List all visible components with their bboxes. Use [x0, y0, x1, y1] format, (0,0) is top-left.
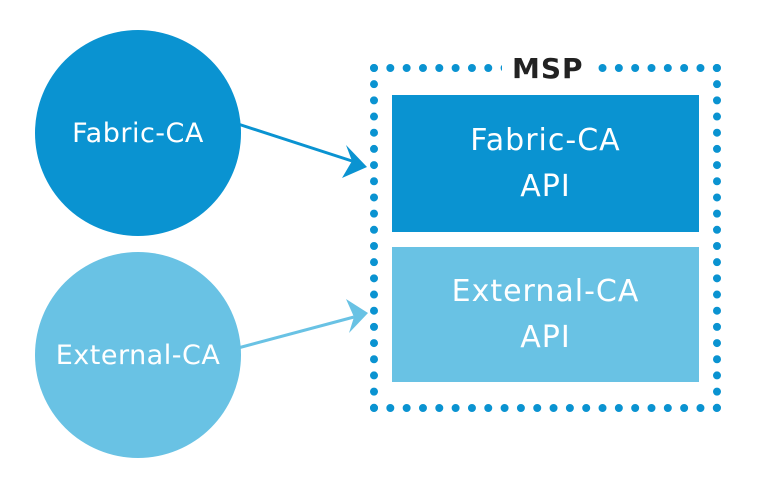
external-ca-api-line2: API [520, 319, 571, 355]
external-ca-arrow-line [237, 315, 355, 350]
fabric-ca-node: Fabric-CA [35, 30, 241, 236]
fabric-ca-arrow-line [237, 122, 353, 163]
external-ca-node-label: External-CA [55, 339, 221, 371]
fabric-ca-node-label: Fabric-CA [72, 117, 204, 149]
fabric-ca-api-line2: API [520, 168, 571, 204]
msp-label: MSP [512, 51, 584, 85]
msp-label-wrap: MSP [502, 51, 594, 85]
external-ca-arrow [237, 299, 368, 350]
fabric-ca-api-box: Fabric-CA API [392, 95, 699, 232]
external-ca-node: External-CA [35, 252, 241, 458]
fabric-ca-api-line1: Fabric-CA [470, 122, 621, 158]
external-ca-api-box: External-CA API [392, 247, 699, 382]
fabric-ca-arrow [237, 122, 367, 178]
external-ca-api-line1: External-CA [451, 273, 640, 309]
external-ca-arrowhead [346, 299, 368, 333]
fabric-ca-arrowhead [342, 145, 367, 178]
